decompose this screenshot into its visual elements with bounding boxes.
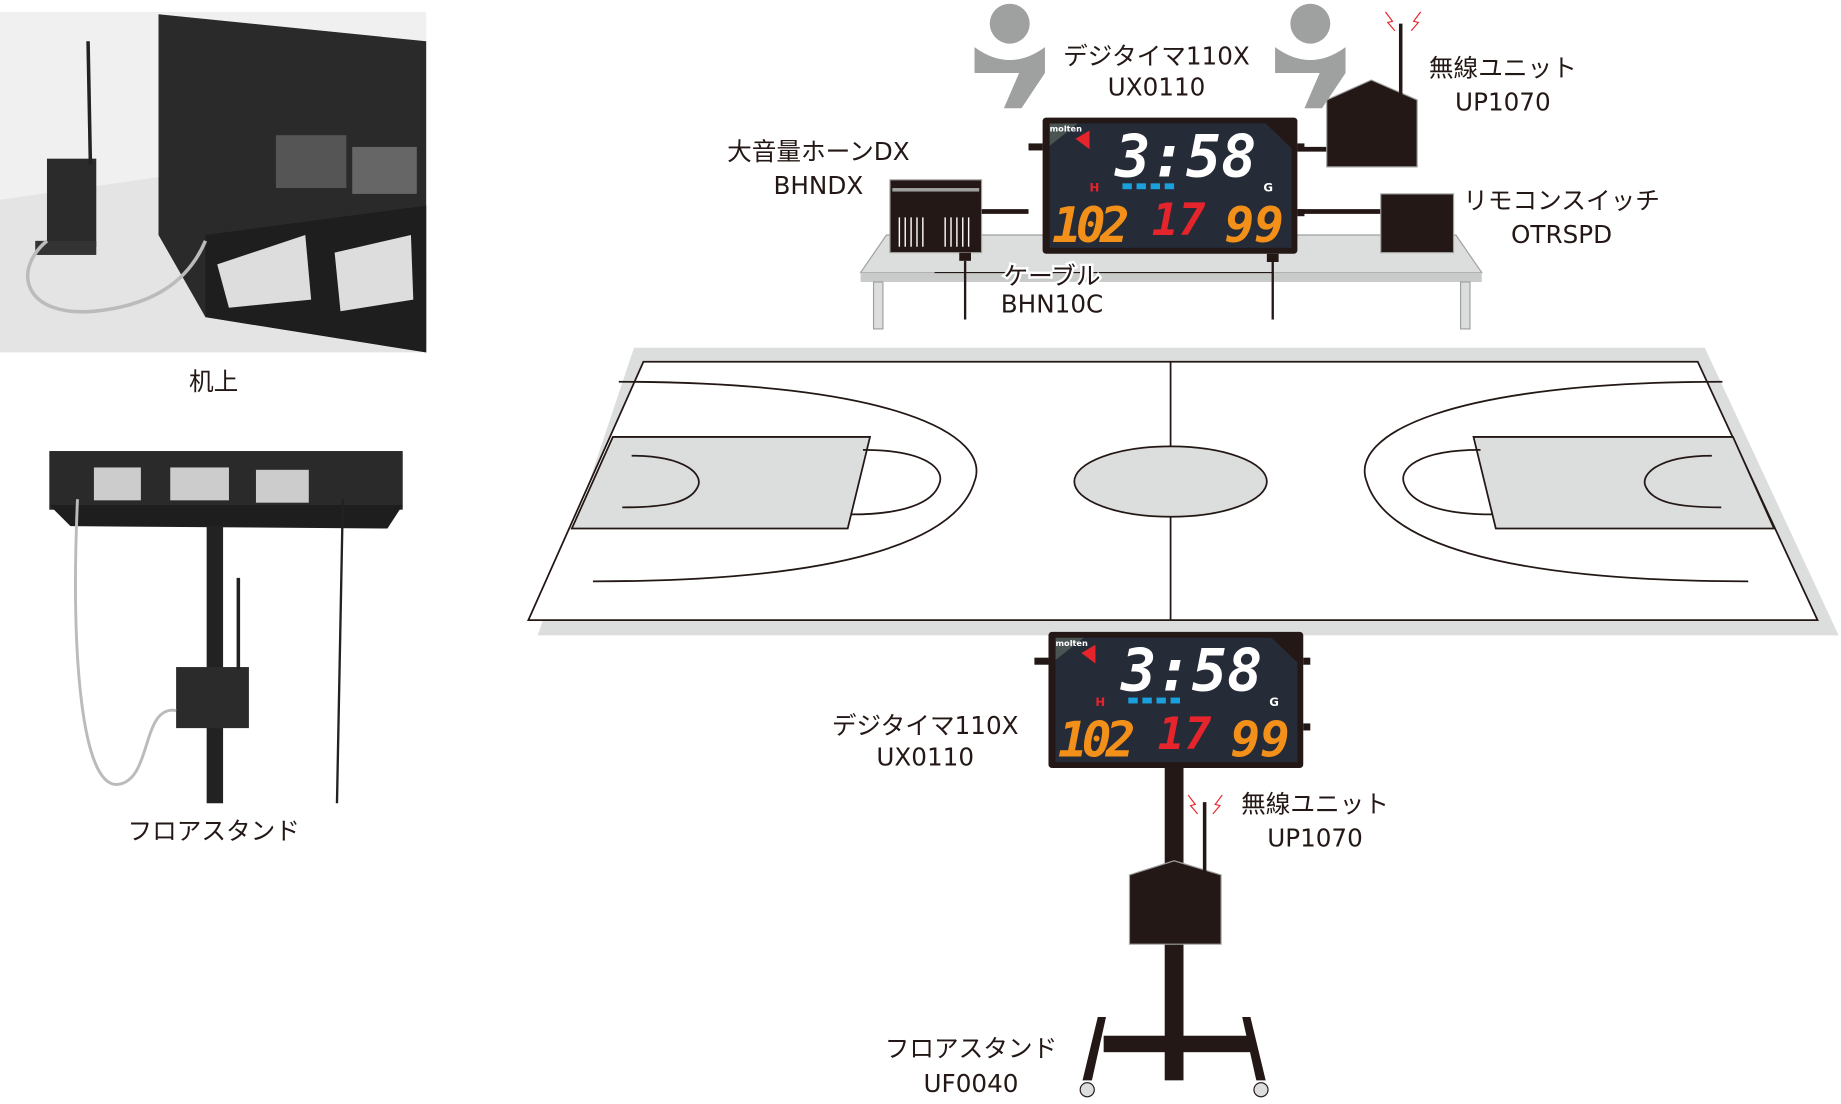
operator-icon xyxy=(974,3,1045,109)
bottom-wireless-name: 無線ユニット xyxy=(1241,790,1389,819)
scorer-table xyxy=(859,234,1483,330)
home-label: H xyxy=(1095,695,1105,709)
floor-stand-caption: フロアスタンド xyxy=(127,817,299,846)
shot-clock: 17 xyxy=(1158,708,1212,760)
home-label: H xyxy=(1090,181,1100,195)
cable-name: ケーブル xyxy=(1003,261,1100,290)
guest-label: G xyxy=(1263,181,1273,195)
brand-logo: molten xyxy=(1050,124,1082,134)
bottom-timer-code: UX0110 xyxy=(876,743,974,772)
remote-switch xyxy=(1297,193,1455,254)
stand-code: UF0040 xyxy=(924,1069,1019,1098)
horn-code: BHNDX xyxy=(773,171,863,200)
signal-icon xyxy=(1212,794,1223,815)
bottom-wireless-code: UP1070 xyxy=(1267,824,1363,853)
wireless-unit xyxy=(1297,11,1422,168)
top-timer-code: UX0110 xyxy=(1108,72,1206,101)
brand-logo: molten xyxy=(1056,638,1088,648)
wireless-unit xyxy=(1128,794,1223,945)
game-time: 3:58 xyxy=(1114,122,1256,190)
guest-score: 99 xyxy=(1225,196,1284,254)
stand-name: フロアスタンド xyxy=(885,1034,1057,1063)
guest-label: G xyxy=(1269,695,1279,709)
desk-photo xyxy=(0,11,427,353)
top-wireless-code: UP1070 xyxy=(1455,88,1551,117)
remote-code: OTRSPD xyxy=(1511,220,1612,249)
bottom-scoreboard: molten 3:58 H G 102 17 99 xyxy=(1034,631,1311,768)
floor-stand-photo xyxy=(49,451,403,804)
signal-icon xyxy=(1187,794,1199,815)
signal-icon xyxy=(1384,11,1396,32)
horn-device xyxy=(889,179,1279,320)
top-wireless-name: 無線ユニット xyxy=(1429,53,1577,82)
home-score: 102 xyxy=(1052,196,1129,254)
shot-clock: 17 xyxy=(1152,194,1206,246)
desk-caption: 机上 xyxy=(189,367,238,396)
game-time: 3:58 xyxy=(1120,637,1262,705)
basketball-court xyxy=(526,347,1839,636)
guest-score: 99 xyxy=(1230,710,1289,768)
operator-icon xyxy=(1275,3,1346,109)
horn-name: 大音量ホーンDX xyxy=(727,137,910,166)
top-timer-name: デジタイマ110X xyxy=(1063,42,1250,71)
top-scoreboard: molten 3:58 H G 102 17 99 xyxy=(1028,117,1305,254)
home-score: 102 xyxy=(1058,710,1135,768)
bottom-timer-name: デジタイマ110X xyxy=(832,711,1019,740)
signal-icon xyxy=(1410,11,1422,32)
cable-code: BHN10C xyxy=(1001,289,1103,318)
remote-name: リモコンスイッチ xyxy=(1463,186,1660,215)
